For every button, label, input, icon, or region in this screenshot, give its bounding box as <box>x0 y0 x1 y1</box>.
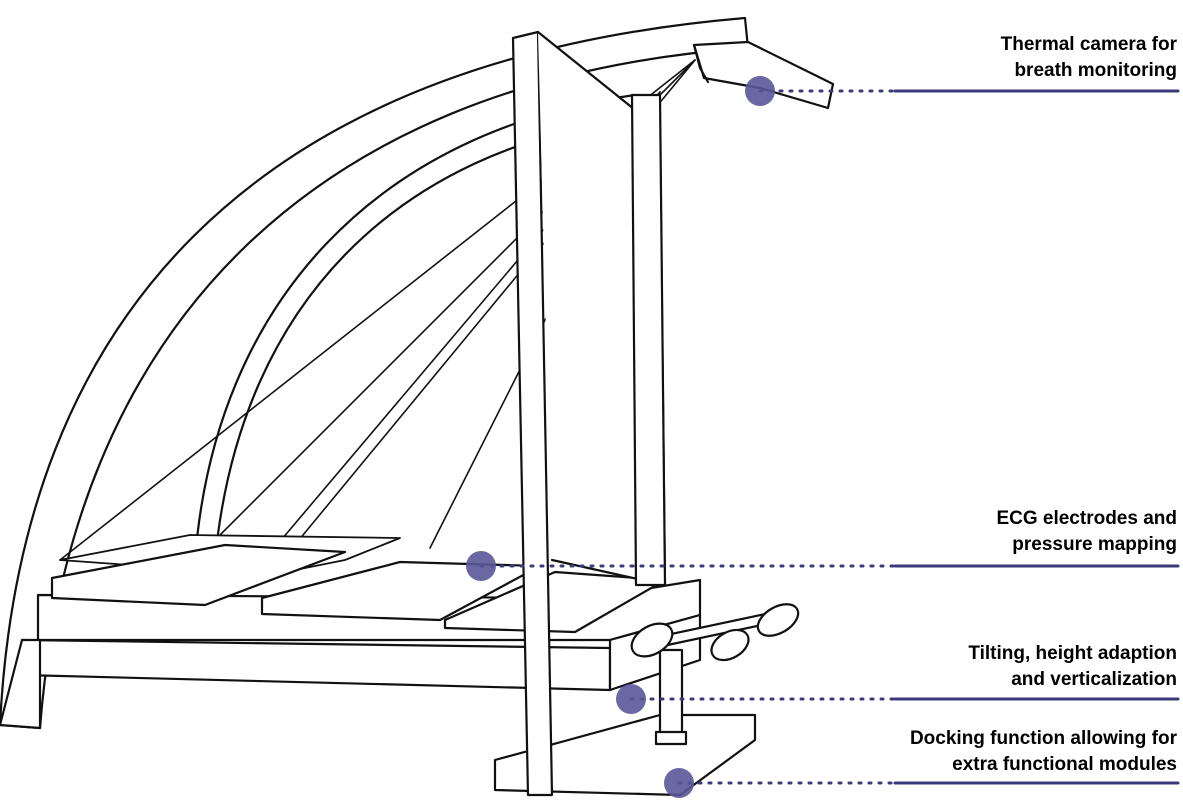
camera-bracket <box>692 43 710 84</box>
mattress-segment-1 <box>50 543 347 607</box>
marker-ecg <box>466 551 496 581</box>
outer-arch <box>0 16 750 730</box>
rear-post <box>630 93 667 587</box>
bed-frame-rail <box>20 638 612 692</box>
callout-line: pressure mapping <box>1012 534 1177 555</box>
callout-tilting: Tilting, height adaption and verticaliza… <box>968 641 1177 693</box>
foot-roller-1 <box>630 622 674 658</box>
callout-docking: Docking function allowing for extra func… <box>910 726 1177 778</box>
callout-line: Thermal camera for <box>1000 34 1177 55</box>
callout-thermal-camera: Thermal camera for breath monitoring <box>1001 32 1177 84</box>
markers <box>466 76 775 798</box>
callout-line: breath monitoring <box>1014 60 1177 81</box>
callout-line: ECG electrodes and <box>996 508 1177 529</box>
callout-line: Tilting, height adaption <box>968 643 1177 664</box>
column-foot <box>654 730 688 746</box>
foot-roller-2 <box>710 628 750 662</box>
marker-tilt <box>616 684 646 714</box>
callout-line: extra functional modules <box>952 754 1177 775</box>
marker-camera <box>745 76 775 106</box>
tilt-column <box>658 648 684 737</box>
callout-ecg-electrodes: ECG electrodes and pressure mapping <box>996 506 1177 558</box>
callout-line: and verticalization <box>1011 669 1177 690</box>
marker-dock <box>664 768 694 798</box>
camera-mount <box>692 40 835 110</box>
foot-roller-3 <box>756 603 800 637</box>
leader-lines <box>479 89 1180 785</box>
rear-leg <box>0 638 42 730</box>
callout-line: Docking function allowing for <box>909 728 1177 749</box>
vertical-tower-front <box>511 30 554 797</box>
